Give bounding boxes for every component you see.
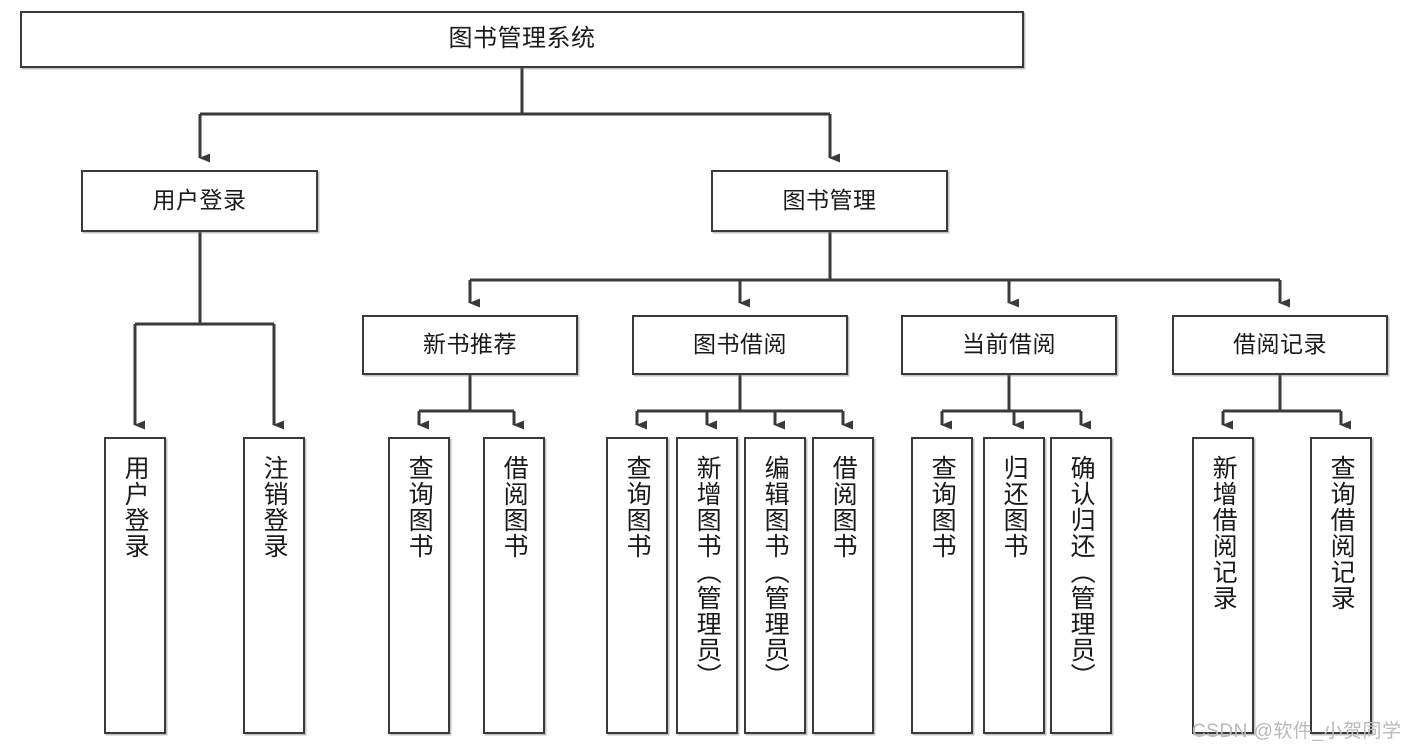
node-label: 编辑图书（管理员） [761, 455, 790, 689]
node-label: 图书管理 [782, 187, 877, 214]
node-label: 查询借阅记录 [1327, 455, 1356, 611]
node-label: 图书管理系统 [448, 25, 596, 53]
node-leaf-edit-book[interactable]: 编辑图书（管理员） [744, 437, 806, 734]
node-leaf-user-login[interactable]: 用户登录 [104, 437, 166, 734]
node-label: 借阅图书 [829, 455, 858, 559]
node-leaf-query-book-2[interactable]: 查询图书 [606, 437, 668, 734]
node-label: 借阅图书 [500, 455, 529, 559]
csdn-watermark: CSDN @软件_小贺同学 [1192, 721, 1402, 742]
node-label: 新增图书（管理员） [693, 455, 722, 689]
node-label: 归还图书 [1000, 455, 1029, 559]
node-leaf-add-book[interactable]: 新增图书（管理员） [676, 437, 738, 734]
node-leaf-user-logout[interactable]: 注销登录 [243, 437, 305, 734]
node-label: 查询图书 [928, 455, 957, 559]
node-label: 查询图书 [405, 455, 434, 559]
node-leaf-borrow-book-2[interactable]: 借阅图书 [812, 437, 874, 734]
node-leaf-borrow-book-1[interactable]: 借阅图书 [483, 437, 545, 734]
node-leaf-query-book-1[interactable]: 查询图书 [388, 437, 450, 734]
node-leaf-confirm-return[interactable]: 确认归还（管理员） [1050, 437, 1112, 734]
node-label: 图书借阅 [693, 331, 787, 358]
node-user-login[interactable]: 用户登录 [81, 170, 318, 232]
node-leaf-query-book-3[interactable]: 查询图书 [911, 437, 973, 734]
node-leaf-add-record[interactable]: 新增借阅记录 [1192, 437, 1254, 734]
node-label: 用户登录 [121, 455, 150, 559]
node-label: 注销登录 [260, 455, 289, 559]
node-borrow-record[interactable]: 借阅记录 [1172, 315, 1388, 375]
node-label: 新书推荐 [423, 331, 517, 358]
node-current-borrow[interactable]: 当前借阅 [901, 315, 1117, 375]
node-book-mgmt[interactable]: 图书管理 [711, 170, 948, 232]
node-label: 确认归还（管理员） [1067, 455, 1096, 689]
node-leaf-return-book[interactable]: 归还图书 [983, 437, 1045, 734]
node-label: 当前借阅 [962, 331, 1056, 358]
node-root[interactable]: 图书管理系统 [20, 11, 1024, 68]
node-label: 用户登录 [152, 187, 247, 214]
node-label: 借阅记录 [1233, 331, 1327, 358]
node-leaf-query-record[interactable]: 查询借阅记录 [1310, 437, 1372, 734]
node-label: 查询图书 [623, 455, 652, 559]
node-label: 新增借阅记录 [1209, 455, 1238, 611]
node-book-borrow[interactable]: 图书借阅 [632, 315, 848, 375]
node-new-book-rec[interactable]: 新书推荐 [362, 315, 578, 375]
